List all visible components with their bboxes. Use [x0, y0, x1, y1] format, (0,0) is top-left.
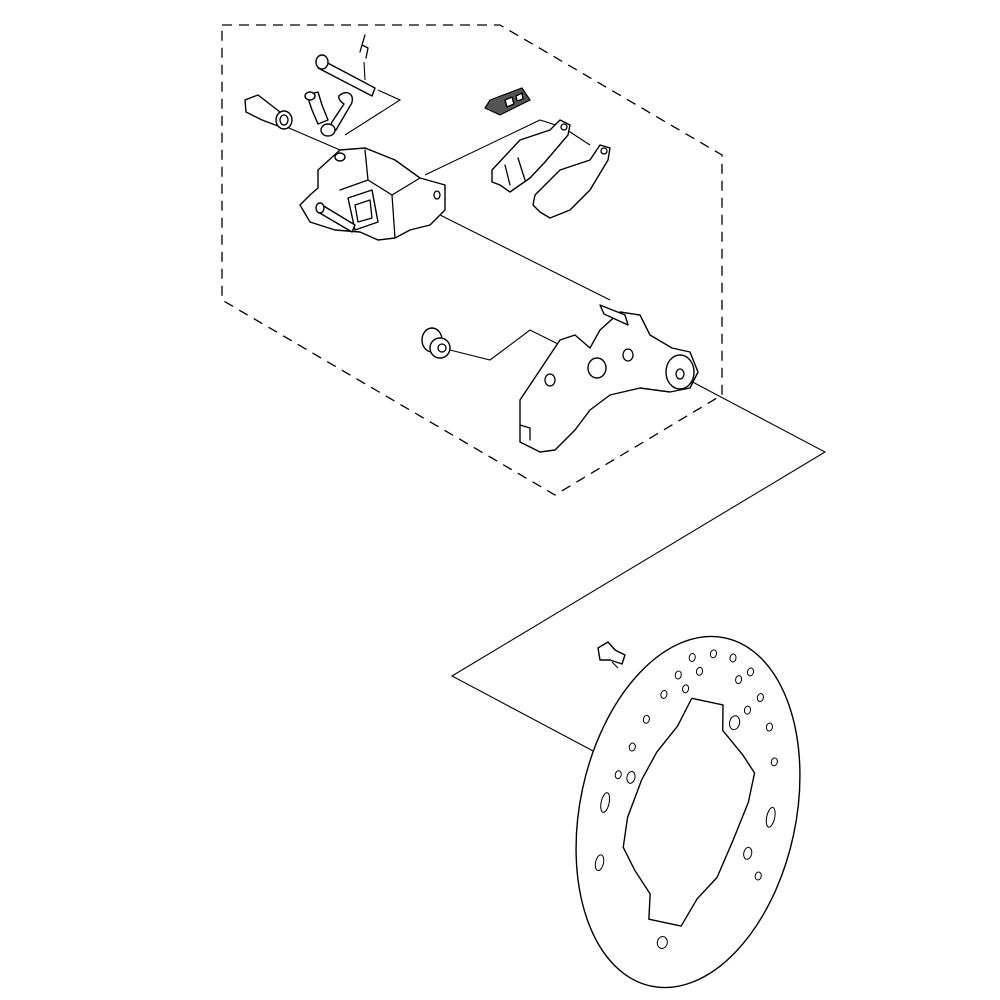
caliper-bracket [519, 304, 699, 453]
caliper-assembly-boundary [221, 24, 723, 496]
disc-holes [594, 649, 778, 949]
brake-pad-inner [491, 119, 571, 193]
pin-clip [359, 34, 369, 81]
disc-bolt [597, 641, 626, 669]
bleeder-screw [304, 91, 329, 125]
leader-lines [281, 89, 827, 753]
brake-caliper [299, 147, 446, 241]
bracket-boot [421, 327, 451, 359]
brake-disc [575, 635, 801, 989]
brake-pad-outer [532, 144, 611, 219]
pad-spring [484, 87, 531, 116]
pad-pin [315, 54, 376, 97]
bleeder-cap [320, 91, 354, 137]
caliper-bolt [244, 94, 293, 130]
